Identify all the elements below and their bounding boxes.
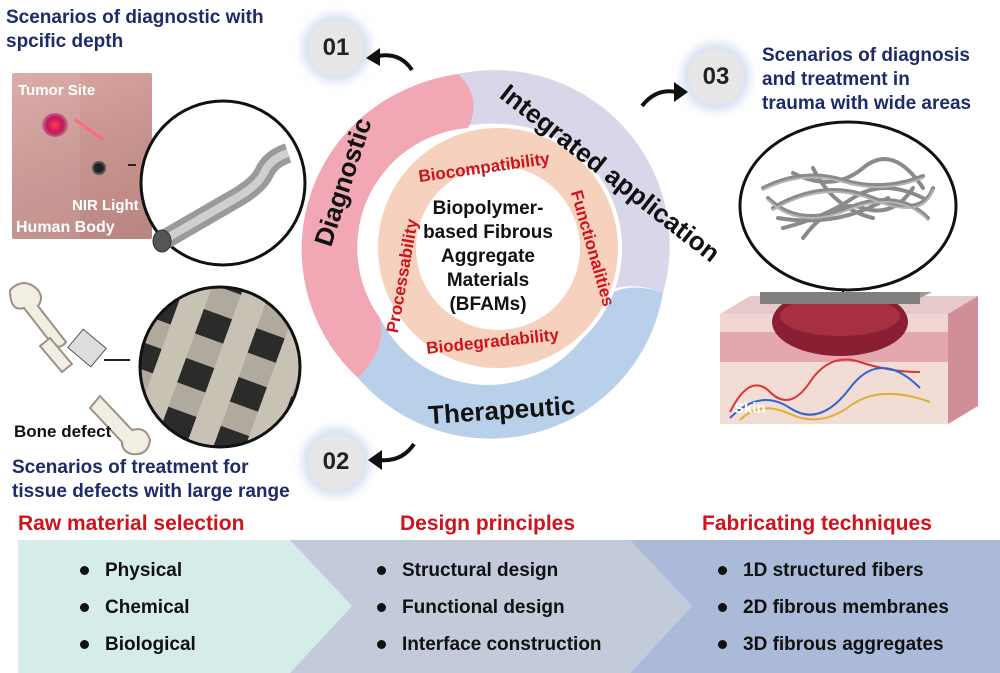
center-line: (BFAMs) (449, 294, 527, 315)
scenario-diagnostic-text: Scenarios of diagnostic with spcific dep… (6, 6, 264, 54)
list-item-text: Structural design (402, 560, 559, 581)
band-raw-material (18, 540, 352, 673)
scenario-line: tissue defects with large range (12, 481, 290, 502)
badge-02: 02 (308, 434, 364, 490)
ring-segment-therapeutic (358, 287, 663, 439)
arrow-to-01-icon (366, 48, 414, 72)
human-body-photo: Tumor Site NIR Light Human Body (10, 73, 152, 239)
scenario-line: spcific depth (6, 31, 124, 52)
arrow-to-02-icon (368, 442, 416, 470)
list-item: Chemical (80, 589, 196, 626)
list-item: 1D structured fibers (718, 552, 949, 589)
process-flow-bands (18, 540, 1000, 673)
band-design (290, 540, 692, 673)
skin-wound-illustration: Skin (720, 292, 978, 424)
center-line: Materials (446, 270, 530, 291)
nir-light-label: NIR Light (72, 197, 139, 214)
scenario-integrated-text: Scenarios of diagnosis and treatment in … (762, 44, 971, 116)
list-item-text: Functional design (402, 597, 565, 618)
bfam-center-title: Biopolymer- based Fibrous Aggregate Mate… (400, 197, 576, 317)
list-item-text: Biological (105, 634, 196, 655)
fiber-aggregate-zoom-circle (738, 120, 958, 298)
fabricating-techniques-list: 1D structured fibers 2D fibrous membrane… (718, 552, 949, 663)
list-item-text: Interface construction (402, 634, 602, 655)
center-line: Aggregate (441, 246, 535, 267)
list-item: Interface construction (377, 626, 602, 663)
scenario-therapeutic-text: Scenarios of treatment for tissue defect… (12, 456, 290, 504)
scenario-line: trauma with wide areas (762, 93, 972, 114)
list-item: Physical (80, 552, 196, 589)
raw-material-list: Physical Chemical Biological (80, 552, 196, 663)
fiber-insertion-point (92, 161, 106, 175)
fiber-zoom-circle (128, 99, 307, 267)
list-item-text: 1D structured fibers (743, 560, 924, 581)
fabricating-techniques-title: Fabricating techniques (702, 512, 932, 535)
human-body-label: Human Body (16, 219, 115, 236)
design-principles-list: Structural design Functional design Inte… (377, 552, 602, 663)
raw-material-selection-title: Raw material selection (18, 512, 245, 535)
scenario-line: and treatment in (762, 69, 910, 90)
list-item-text: Chemical (105, 597, 190, 618)
tumor-site-label: Tumor Site (18, 82, 96, 99)
bone-defect-illustration (8, 282, 152, 456)
badge-01: 01 (308, 20, 364, 76)
list-item-text: 2D fibrous membranes (743, 597, 949, 618)
skin-label: Skin (734, 400, 766, 417)
list-item: 3D fibrous aggregates (718, 626, 949, 663)
list-item-text: Physical (105, 560, 183, 581)
list-item-text: 3D fibrous aggregates (743, 634, 944, 655)
scenario-line: Scenarios of treatment for (12, 457, 249, 478)
list-item: 2D fibrous membranes (718, 589, 949, 626)
badge-03: 03 (688, 49, 744, 105)
list-item: Structural design (377, 552, 602, 589)
arrow-to-03-icon (640, 82, 688, 108)
scenario-line: Scenarios of diagnosis (762, 45, 970, 66)
list-item: Biological (80, 626, 196, 663)
bone-defect-label: Bone defect (14, 422, 112, 441)
scaffold-zoom-circle (138, 285, 302, 449)
center-line: Biopolymer- (432, 198, 544, 219)
list-item: Functional design (377, 589, 602, 626)
scenario-line: Scenarios of diagnostic with (6, 7, 264, 28)
tumor-glow (42, 113, 68, 137)
ring-segment-diagnostic (301, 74, 474, 378)
center-line: based Fibrous (423, 222, 553, 243)
bfam-ring-diagram (301, 70, 670, 439)
design-principles-title: Design principles (400, 512, 576, 535)
